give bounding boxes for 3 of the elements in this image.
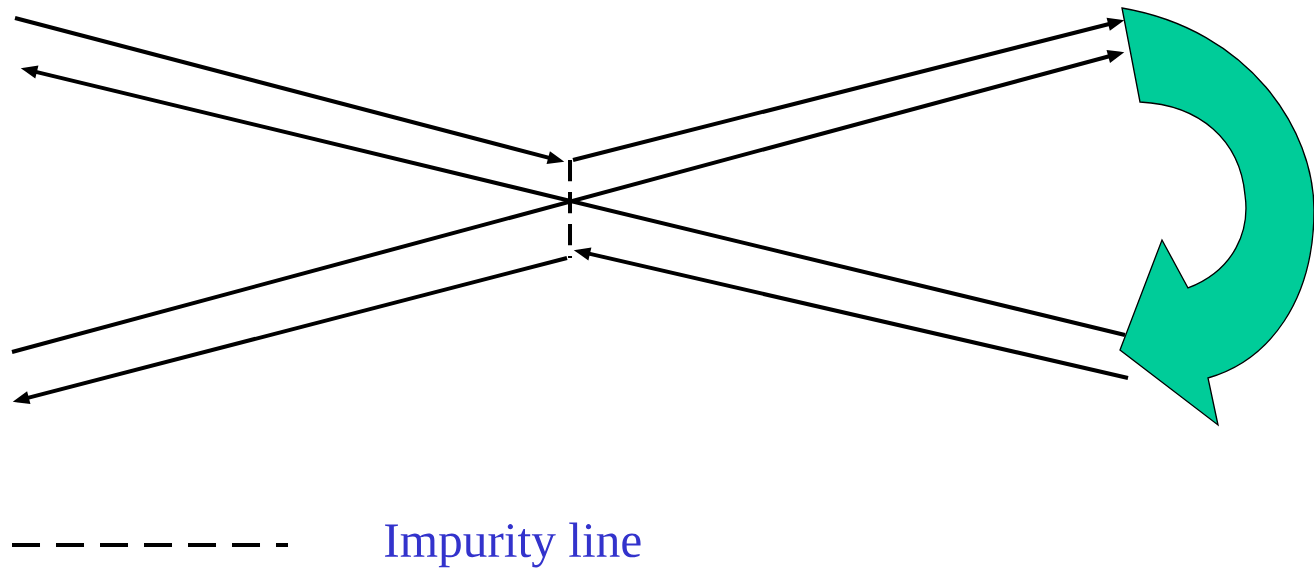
impurity-line <box>568 160 572 258</box>
curved-arrow <box>1119 7 1314 426</box>
legend-label: Impurity line <box>385 522 641 568</box>
